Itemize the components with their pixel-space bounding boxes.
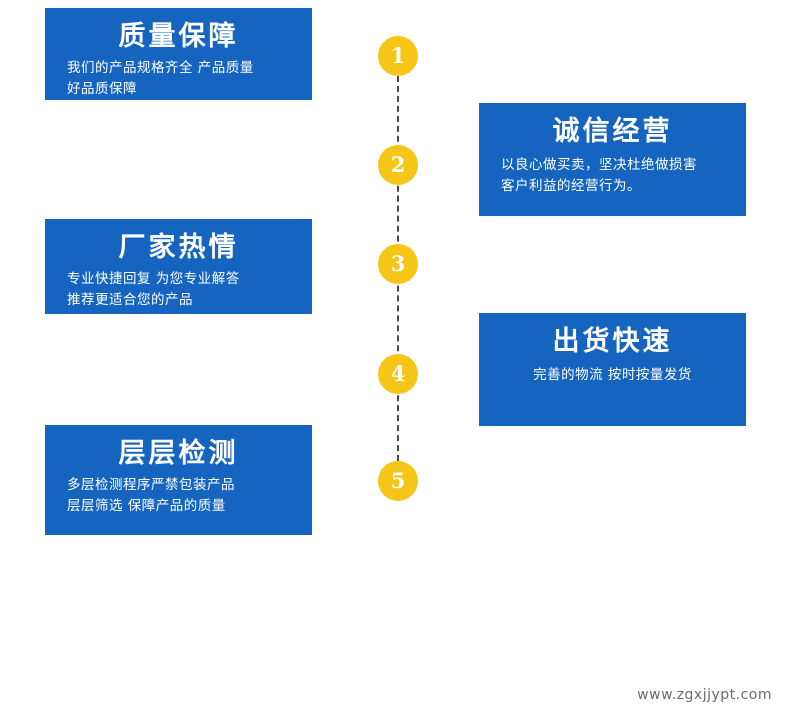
feature-card-quality: 质量保障 我们的产品规格齐全 产品质量 好品质保障 (45, 8, 312, 100)
timeline-step-3: 3 (378, 244, 418, 284)
timeline-step-2: 2 (378, 145, 418, 185)
feature-card-factory-title: 厂家热情 (118, 232, 239, 263)
feature-card-quality-body: 我们的产品规格齐全 产品质量 好品质保障 (67, 59, 254, 97)
feature-card-testing-title: 层层检测 (118, 438, 239, 469)
timeline-step-5: 5 (378, 461, 418, 501)
feature-card-testing-body: 多层检测程序严禁包装产品 层层筛选 保障产品的质量 (67, 476, 235, 514)
feature-card-integrity-body: 以良心做买卖，坚决杜绝做损害 客户利益的经营行为。 (501, 156, 697, 194)
feature-card-shipping: 出货快速 完善的物流 按时按量发货 (479, 313, 746, 426)
feature-card-integrity-title: 诚信经营 (552, 116, 673, 147)
feature-card-integrity: 诚信经营 以良心做买卖，坚决杜绝做损害 客户利益的经营行为。 (479, 103, 746, 216)
feature-card-factory: 厂家热情 专业快捷回复 为您专业解答 推荐更适合您的产品 (45, 219, 312, 314)
feature-card-quality-title: 质量保障 (118, 21, 239, 52)
feature-card-factory-body: 专业快捷回复 为您专业解答 推荐更适合您的产品 (67, 270, 240, 308)
feature-card-shipping-body: 完善的物流 按时按量发货 (533, 366, 692, 383)
timeline-step-1: 1 (378, 36, 418, 76)
timeline: 1 2 3 4 5 (378, 0, 418, 715)
timeline-step-4: 4 (378, 354, 418, 394)
feature-card-shipping-title: 出货快速 (552, 326, 673, 357)
feature-card-testing: 层层检测 多层检测程序严禁包装产品 层层筛选 保障产品的质量 (45, 425, 312, 535)
site-watermark: www.zgxjjypt.com (637, 687, 772, 703)
